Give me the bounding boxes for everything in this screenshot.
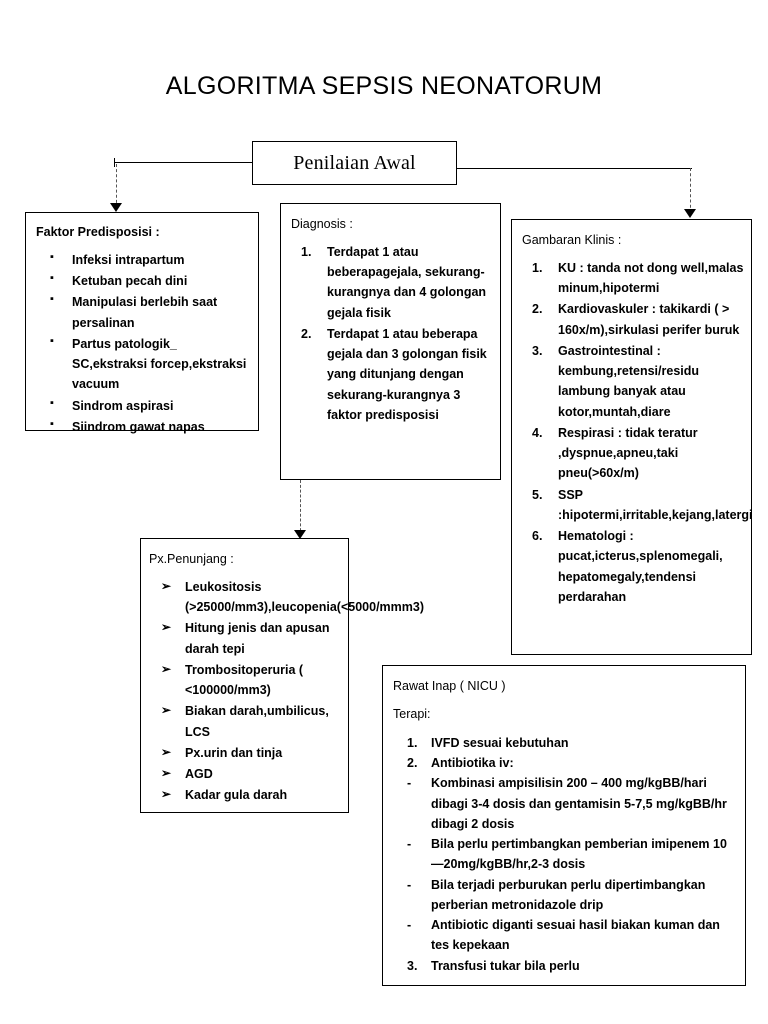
list-item-text: Bila perlu pertimbangkan pemberian imipe… — [431, 837, 727, 872]
list-item-text: Antibiotika iv: — [431, 756, 514, 770]
node-diagnosis[interactable]: Diagnosis : Terdapat 1 atau beberapageja… — [280, 203, 501, 480]
list-item: Partus patologik_ SC,ekstraksi forcep,ek… — [36, 333, 252, 395]
list-item: Manipulasi berlebih saat persalinan — [36, 291, 252, 333]
node-faktor-predisposisi[interactable]: Faktor Predisposisi : Infeksi intrapartu… — [25, 212, 259, 434]
list-item: Infeksi intrapartum — [36, 249, 252, 270]
list-item: Terdapat 1 atau beberapa gejala dan 3 go… — [301, 324, 487, 422]
node-rawat-inap-nicu[interactable]: Rawat Inap ( NICU ) Terapi: 1. IVFD sesu… — [382, 665, 746, 986]
list-item: Trombositoperuria ( <100000/mm3) — [149, 660, 342, 701]
connector-start-to-gambaran — [690, 168, 691, 213]
list-item: Sindrom aspirasi — [36, 395, 252, 416]
list-item: Leukositosis (>25000/mm3),leucopenia(<50… — [149, 577, 424, 618]
rawat-inap-list: 1. IVFD sesuai kebutuhan 2. Antibiotika … — [393, 733, 737, 976]
list-item-text: Transfusi tukar bila perlu — [431, 958, 580, 973]
node-rawat-inap-subheading: Terapi: — [393, 706, 431, 721]
node-penilaian-awal[interactable]: Penilaian Awal — [252, 141, 457, 185]
node-px-penunjang[interactable]: Px.Penunjang : Leukositosis (>25000/mm3)… — [140, 538, 424, 813]
list-marker: 1. — [407, 735, 418, 750]
list-marker: - — [407, 776, 412, 791]
list-item: Hitung jenis dan apusan darah tepi — [149, 618, 342, 659]
connector-line-start-right — [457, 168, 692, 170]
list-item: Ketuban pecah dini — [36, 270, 252, 291]
arrowhead-faktor — [110, 203, 122, 212]
node-rawat-inap-heading: Rawat Inap ( NICU ) — [393, 679, 506, 693]
list-item: Biakan darah,umbilicus, LCS — [149, 701, 342, 742]
list-item: Kardiovaskuler : takikardi ( > 160x/m),s… — [532, 299, 740, 337]
node-gambaran-klinis[interactable]: Gambaran Klinis : KU : tanda not dong we… — [511, 219, 753, 655]
list-item-text: IVFD sesuai kebutuhan — [431, 735, 569, 750]
node-diagnosis-heading: Diagnosis : — [291, 217, 353, 231]
list-item: - Bila terjadi perburukan perlu dipertim… — [393, 875, 737, 916]
node-gambaran-klinis-heading: Gambaran Klinis : — [522, 233, 622, 247]
list-marker: - — [407, 837, 412, 851]
list-item-text: Antibiotic diganti sesuai hasil biakan k… — [431, 918, 720, 953]
list-item: Px.urin dan tinja — [149, 743, 342, 763]
list-item: - Kombinasi ampisilisin 200 – 400 mg/kgB… — [393, 773, 737, 834]
faktor-predisposisi-list: Infeksi intrapartum Ketuban pecah dini M… — [36, 249, 252, 437]
connector-line-start-left — [114, 162, 253, 164]
gambaran-klinis-list: KU : tanda not dong well,malas minum,hip… — [522, 258, 753, 607]
list-marker: - — [407, 877, 412, 892]
arrowhead-gambaran — [684, 209, 696, 218]
list-item: Gastrointestinal : kembung,retensi/resid… — [532, 341, 700, 419]
list-marker: 3. — [407, 958, 418, 973]
node-faktor-predisposisi-heading: Faktor Predisposisi : — [36, 225, 160, 239]
list-item: Siindrom gawat napas — [36, 416, 252, 437]
px-penunjang-list: Leukositosis (>25000/mm3),leucopenia(<50… — [149, 577, 424, 806]
diagnosis-list: Terdapat 1 atau beberapagejala, sekurang… — [291, 242, 490, 425]
page-title: ALGORITMA SEPSIS NEONATORUM — [165, 72, 603, 100]
list-item: Hematologi : pucat,icterus,splenomegali,… — [532, 526, 723, 604]
connector-tick-left — [114, 158, 116, 167]
list-item-text: Bila terjadi perburukan perlu dipertimba… — [431, 877, 706, 912]
connector-diagnosis-to-penunjang — [300, 480, 301, 536]
list-item: - Bila perlu pertimbangkan pemberian imi… — [393, 834, 737, 875]
node-penilaian-awal-label: Penilaian Awal — [293, 151, 416, 174]
list-item: Kadar gula darah — [149, 785, 342, 805]
list-item: - Antibiotic diganti sesuai hasil biakan… — [393, 915, 737, 956]
list-marker: - — [407, 918, 412, 932]
list-item: 3. Transfusi tukar bila perlu — [393, 956, 737, 976]
list-item: SSP :hipotermi,irritable,kejang,latergi — [532, 485, 753, 522]
arrowhead-penunjang — [294, 530, 306, 539]
list-item: Terdapat 1 atau beberapagejala, sekurang… — [301, 242, 487, 320]
list-marker: 2. — [407, 756, 418, 770]
list-item: 1. IVFD sesuai kebutuhan — [393, 733, 737, 753]
connector-start-to-faktor — [116, 164, 117, 208]
list-item: KU : tanda not dong well,malas minum,hip… — [532, 258, 744, 296]
list-item-text: Kombinasi ampisilisin 200 – 400 mg/kgBB/… — [431, 776, 727, 831]
list-item: AGD — [149, 764, 342, 784]
list-item: Respirasi : tidak teratur ,dyspnue,apneu… — [532, 423, 698, 481]
list-item: 2. Antibiotika iv: — [393, 753, 737, 773]
node-px-penunjang-heading: Px.Penunjang : — [149, 552, 234, 566]
